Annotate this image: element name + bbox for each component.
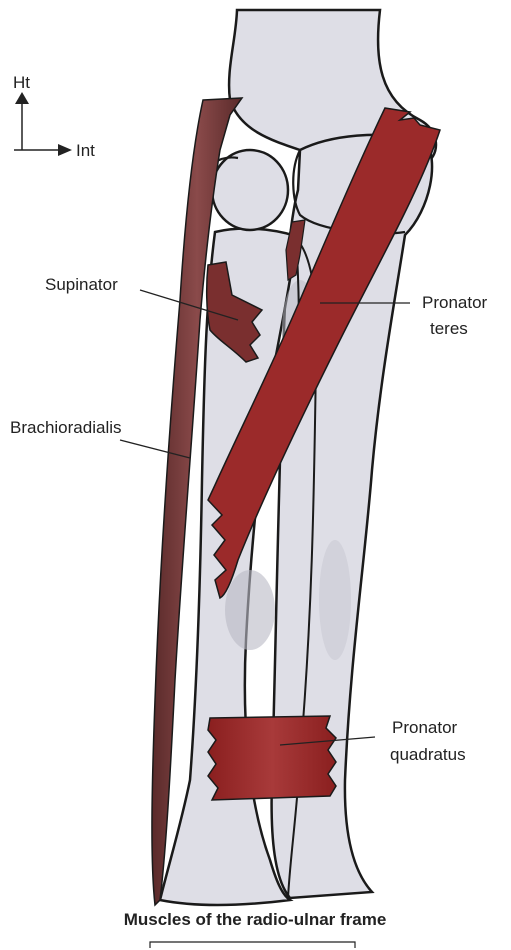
- bone-shading: [319, 540, 351, 660]
- arrow-up-icon: [15, 92, 29, 104]
- pronator-teres-label-line2: teres: [430, 319, 468, 338]
- radial-head: [212, 150, 288, 230]
- pronator-teres-label-line1: Pronator: [422, 293, 488, 312]
- orientation-indicator: Ht Int: [13, 73, 95, 160]
- arrow-right-icon: [58, 144, 72, 156]
- bone-shading: [225, 570, 275, 650]
- supinator-label: Supinator: [45, 275, 118, 294]
- brachioradialis-label: Brachioradialis: [10, 418, 122, 437]
- pronator-quadratus-label-line2: quadratus: [390, 745, 466, 764]
- figure-caption: Muscles of the radio-ulnar frame: [124, 910, 387, 929]
- caption-bracket: [150, 942, 355, 948]
- pronator-quadratus-muscle: [208, 716, 336, 800]
- right-label: Int: [76, 141, 95, 160]
- up-label: Ht: [13, 73, 30, 92]
- pronator-quadratus-label-line1: Pronator: [392, 718, 458, 737]
